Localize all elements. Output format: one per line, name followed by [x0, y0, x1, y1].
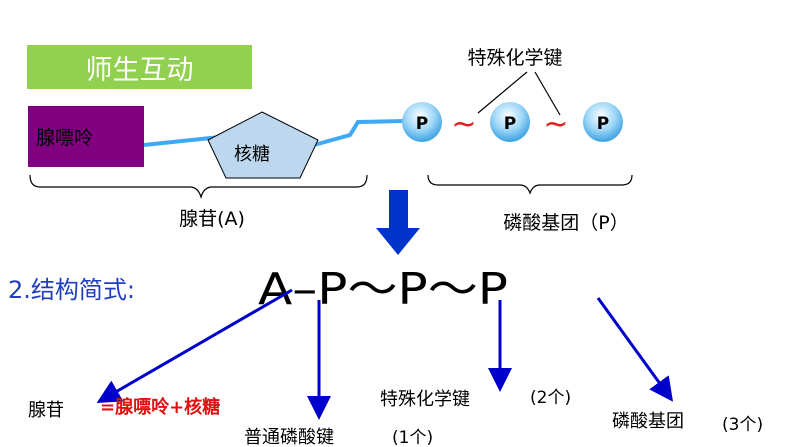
phosphate-circle-2 [490, 102, 530, 142]
special-bond-tilde-2: ~ [543, 107, 568, 142]
section-title: 师生互动 [27, 45, 252, 89]
down-arrow-icon [376, 190, 420, 255]
phosphate-circle-3 [583, 102, 623, 142]
phosphate-letter-3: P [597, 114, 609, 134]
special-bond-bottom-label: 特殊化学键 [380, 389, 470, 410]
adenosine-label: 腺苷(A) [179, 208, 245, 230]
adenosine-definition: =腺嘌呤+核糖 [100, 396, 220, 418]
phosphate-group-brace [427, 174, 633, 195]
phosphate-circle-1 [402, 102, 442, 142]
adenine-label: 腺嘌呤 [36, 127, 94, 149]
special-bond-tilde-1: ~ [451, 107, 476, 142]
structure-heading: 2.结构简式: [8, 276, 135, 304]
special-bond-label: 特殊化学键 [467, 47, 562, 69]
adenosine-term: 腺苷 [28, 400, 64, 421]
phosphate-group-arrow [596, 297, 674, 402]
phosphate-group-count: (3个) [722, 415, 763, 435]
adenosine-brace [29, 174, 368, 200]
adenosine-arrow [96, 288, 293, 404]
special-bond-count: (2个) [530, 388, 571, 408]
phosphate-group-bottom-label: 磷酸基团 [612, 411, 684, 432]
phosphate-letter-1: P [416, 114, 428, 134]
special-bond-pointer-1 [477, 71, 528, 114]
phosphate-group-label: 磷酸基团（P） [503, 212, 628, 234]
phosphate-letter-2: P [504, 114, 516, 134]
ribose-pentagon [207, 111, 319, 179]
ribose-phosphate-link [313, 119, 406, 147]
adenine-ribose-link [143, 135, 221, 147]
ribose-label: 核糖 [234, 144, 270, 165]
ordinary-bond-count: (1个) [392, 428, 433, 447]
special-bond-pointer-2 [534, 71, 561, 116]
ordinary-bond-label: 普通磷酸键 [244, 427, 334, 447]
adenine-box: 腺嘌呤 [28, 106, 144, 167]
structure-formula: A–P～P～P [258, 264, 508, 315]
section-title-text: 师生互动 [85, 54, 194, 86]
